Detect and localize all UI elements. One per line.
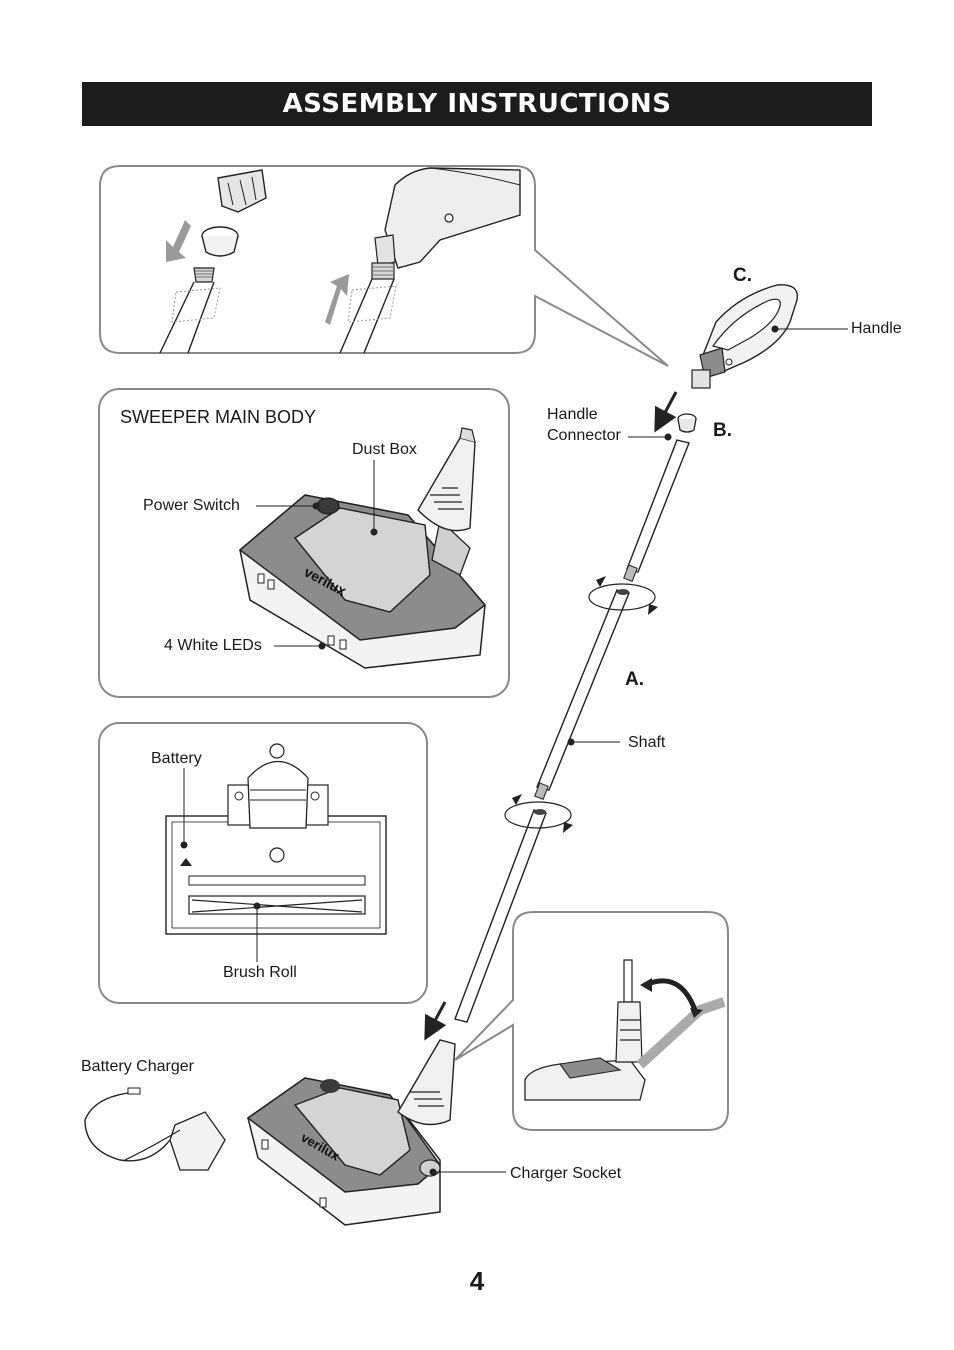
white-leds-label: 4 White LEDs bbox=[164, 637, 262, 654]
dust-box-label: Dust Box bbox=[352, 441, 417, 458]
shaft-assembly bbox=[424, 284, 799, 1041]
step-c-label: C. bbox=[733, 265, 752, 286]
power-switch-label: Power Switch bbox=[143, 497, 240, 514]
battery-charger-label: Battery Charger bbox=[81, 1058, 194, 1075]
brush-roll-label: Brush Roll bbox=[223, 964, 297, 981]
leader-lines bbox=[180, 325, 848, 1176]
title-bar: ASSEMBLY INSTRUCTIONS bbox=[82, 82, 872, 126]
handle-connector-label-line2: Connector bbox=[547, 427, 621, 444]
handle-connector-label-line1: Handle bbox=[547, 406, 598, 423]
charger-socket-label: Charger Socket bbox=[510, 1165, 622, 1182]
step-a-label: A. bbox=[625, 669, 644, 690]
main-body-heading: SWEEPER MAIN BODY bbox=[120, 407, 317, 427]
shaft-label: Shaft bbox=[628, 734, 666, 751]
page-title: ASSEMBLY INSTRUCTIONS bbox=[282, 89, 672, 119]
detail-panel-handle-connection bbox=[99, 165, 669, 367]
detail-panel-recline bbox=[454, 911, 729, 1131]
step-b-label: B. bbox=[713, 420, 732, 441]
handle-label: Handle bbox=[851, 320, 902, 337]
battery-charger bbox=[84, 1087, 226, 1171]
main-body-panel: verilux bbox=[98, 388, 510, 698]
battery-label: Battery bbox=[151, 750, 202, 767]
page-number: 4 bbox=[469, 1266, 485, 1296]
underside-panel bbox=[98, 722, 428, 1004]
assembled-sweeper: verilux bbox=[246, 1039, 456, 1226]
